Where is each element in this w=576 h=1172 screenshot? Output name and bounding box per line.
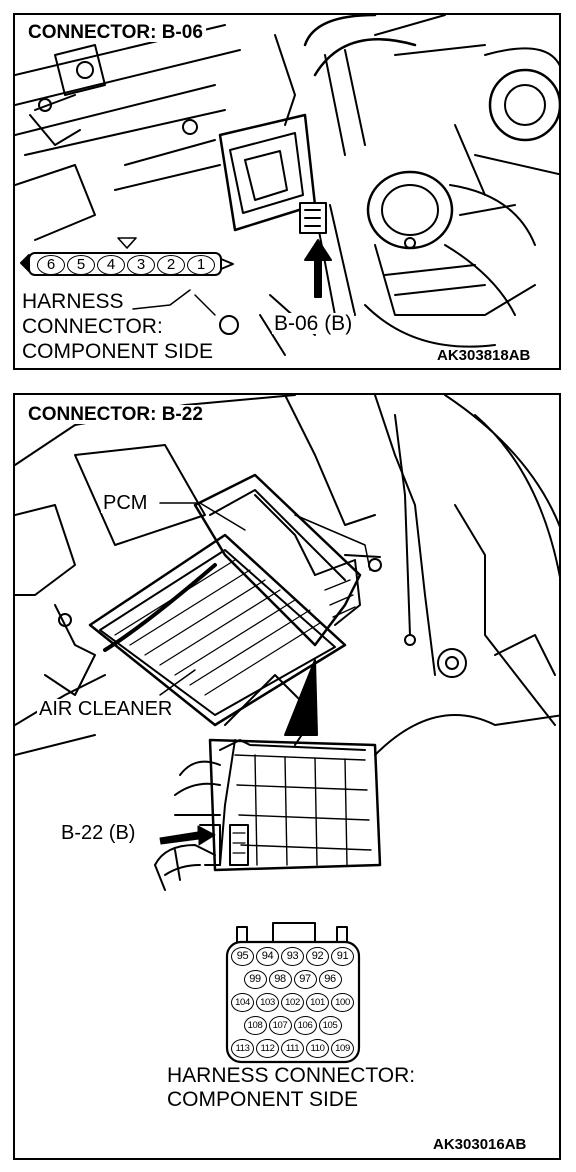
b22-pin: 106 (293, 1016, 317, 1035)
pcm-illustration (15, 395, 559, 1064)
b22-pin: 95 (231, 947, 254, 966)
b22-pin: 109 (331, 1039, 354, 1058)
connector-callout: B-06 (B) (272, 312, 355, 335)
b22-pin: 102 (281, 993, 304, 1012)
air-cleaner-label: AIR CLEANER (37, 698, 175, 720)
connector-callout: B-22 (B) (59, 822, 138, 844)
b06-pin: 3 (127, 255, 155, 275)
b22-pin: 108 (243, 1016, 267, 1035)
b22-pin: 103 (256, 993, 279, 1012)
harness-label-line1: HARNESS (22, 290, 124, 313)
b06-pin: 2 (157, 255, 185, 275)
b22-pin: 105 (318, 1016, 342, 1035)
figure-code: AK303818AB (435, 347, 533, 364)
b06-pin: 4 (97, 255, 125, 275)
harness-label-line2: CONNECTOR: (22, 315, 163, 338)
b22-pin: 107 (268, 1016, 292, 1035)
b22-pin: 98 (268, 970, 292, 989)
figure-code: AK303016AB (433, 1136, 527, 1153)
b22-pin: 97 (293, 970, 317, 989)
harness-label-line2: COMPONENT SIDE (167, 1088, 358, 1111)
b22-pin: 100 (331, 993, 354, 1012)
connector-b22-panel: CONNECTOR: B-22 PCM AIR CLEANER B-22 (B)… (13, 393, 561, 1160)
panel-title: CONNECTOR: B-22 (25, 405, 206, 424)
b22-pin: 94 (256, 947, 279, 966)
b22-pin: 92 (306, 947, 329, 966)
b22-pin: 99 (243, 970, 267, 989)
connector-b06-panel: 6 5 4 3 2 1 CONNECTOR: B-06 HARNESS CONN… (13, 13, 561, 370)
harness-label-line3: COMPONENT SIDE (22, 340, 213, 363)
b22-pin: 96 (318, 970, 342, 989)
b22-pin: 91 (331, 947, 354, 966)
b22-pin: 101 (306, 993, 329, 1012)
b22-pin: 104 (231, 993, 254, 1012)
b06-pin: 1 (187, 255, 215, 275)
panel-title: CONNECTOR: B-06 (25, 23, 206, 42)
b06-pin: 6 (37, 255, 65, 275)
b22-pin: 112 (256, 1039, 279, 1058)
pcm-label: PCM (101, 492, 150, 514)
b22-pin: 113 (231, 1039, 254, 1058)
harness-label-line1: HARNESS CONNECTOR: (167, 1064, 416, 1087)
b22-pin: 110 (306, 1039, 329, 1058)
engine-bay-illustration (15, 15, 559, 356)
b22-pin: 111 (281, 1039, 304, 1058)
b22-pin: 93 (281, 947, 304, 966)
b06-pin: 5 (67, 255, 95, 275)
